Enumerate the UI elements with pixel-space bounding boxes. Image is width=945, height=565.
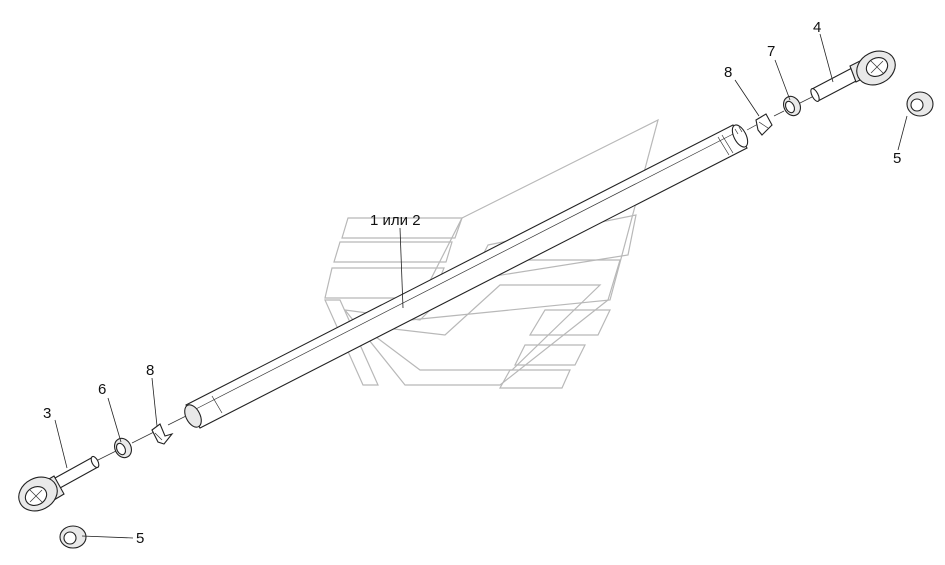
callout-ball-left: 5: [136, 530, 144, 547]
callout-left-tip: 3: [43, 405, 51, 422]
callout-washer-right: 8: [724, 64, 732, 81]
callout-nut-left: 6: [98, 381, 106, 398]
ball-joint-left: [59, 525, 87, 549]
callout-nut-right: 7: [767, 43, 775, 60]
tube: [184, 124, 749, 429]
callout-washer-left: 8: [146, 362, 154, 379]
callout-labels: 1 или 2 3 6 8 5 8 7 4 5: [43, 19, 901, 547]
washer-left: [151, 423, 174, 445]
callout-right-tip: 4: [813, 19, 821, 36]
tie-rod-end-left: [18, 415, 187, 512]
callout-ball-right: 5: [893, 150, 901, 167]
ball-joint-right: [906, 91, 934, 117]
callout-tube: 1 или 2: [370, 212, 421, 229]
nut-left: [113, 437, 133, 459]
washer-right: [755, 113, 773, 136]
nut-right: [782, 95, 802, 117]
tie-rod-end-right: [746, 50, 896, 131]
leader-lines: [54, 33, 908, 539]
